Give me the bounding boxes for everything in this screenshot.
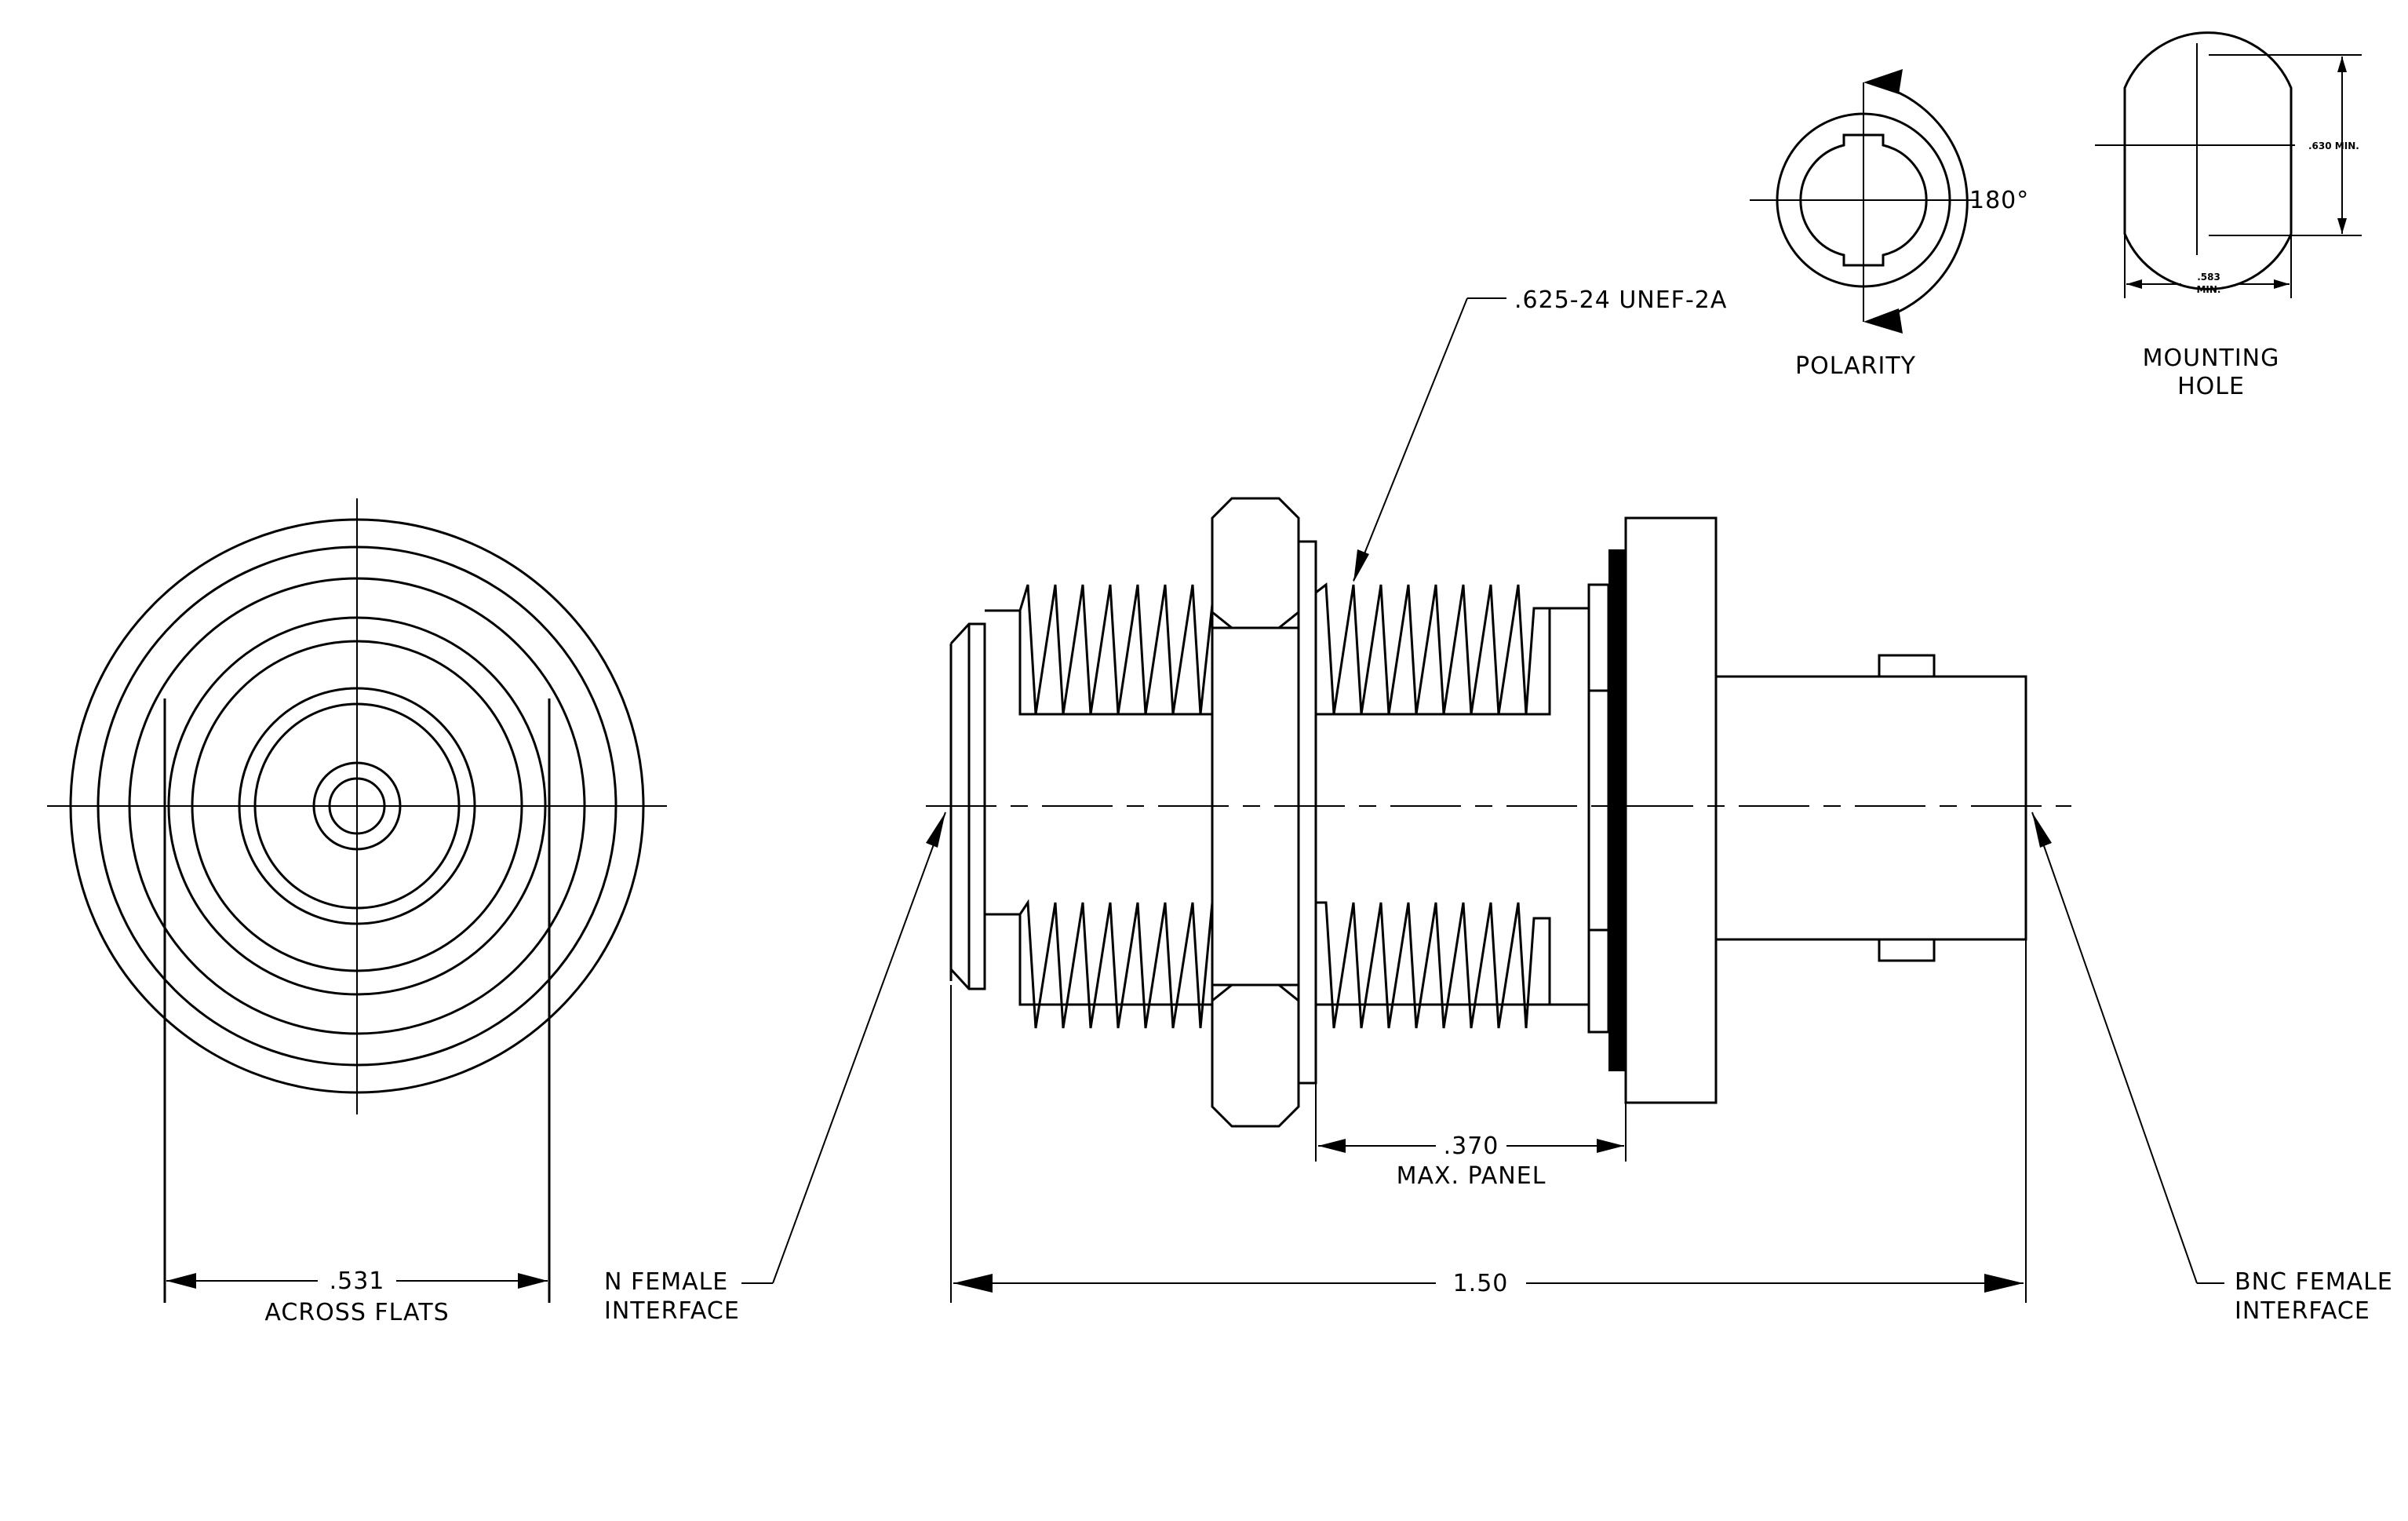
side-view: .370 MAX. PANEL 1.50 N FEMALE INTERFACE … — [604, 286, 2393, 1325]
mounting-label: MOUNTING — [2143, 345, 2280, 372]
bnc-female-label-2: INTERFACE — [2235, 1297, 2370, 1325]
polarity-view: 180° POLARITY — [1750, 69, 2029, 380]
thread-callout: .625-24 UNEF-2A — [1514, 286, 1727, 314]
length-value: 1.50 — [1453, 1270, 1509, 1297]
mounting-label-2: HOLE — [2177, 373, 2245, 400]
flats-caption: ACROSS FLATS — [264, 1299, 449, 1326]
mounting-dim-h-2: MIN. — [2196, 284, 2220, 295]
mounting-dim-v: .630 MIN. — [2308, 140, 2359, 151]
panel-value: .370 — [1444, 1133, 1499, 1160]
end-view: .531 ACROSS FLATS — [47, 498, 667, 1326]
n-female-label-2: INTERFACE — [604, 1297, 740, 1325]
flats-value: .531 — [330, 1268, 385, 1295]
polarity-angle: 180° — [1969, 187, 2029, 214]
mounting-hole-view: .630 MIN. .583 MIN. MOUNTING HOLE — [2095, 31, 2362, 400]
bnc-female-label: BNC FEMALE — [2235, 1268, 2393, 1296]
panel-caption: MAX. PANEL — [1397, 1162, 1546, 1190]
polarity-label: POLARITY — [1795, 352, 1916, 380]
mounting-dim-h: .583 — [2197, 272, 2220, 283]
n-female-label: N FEMALE — [604, 1268, 728, 1296]
